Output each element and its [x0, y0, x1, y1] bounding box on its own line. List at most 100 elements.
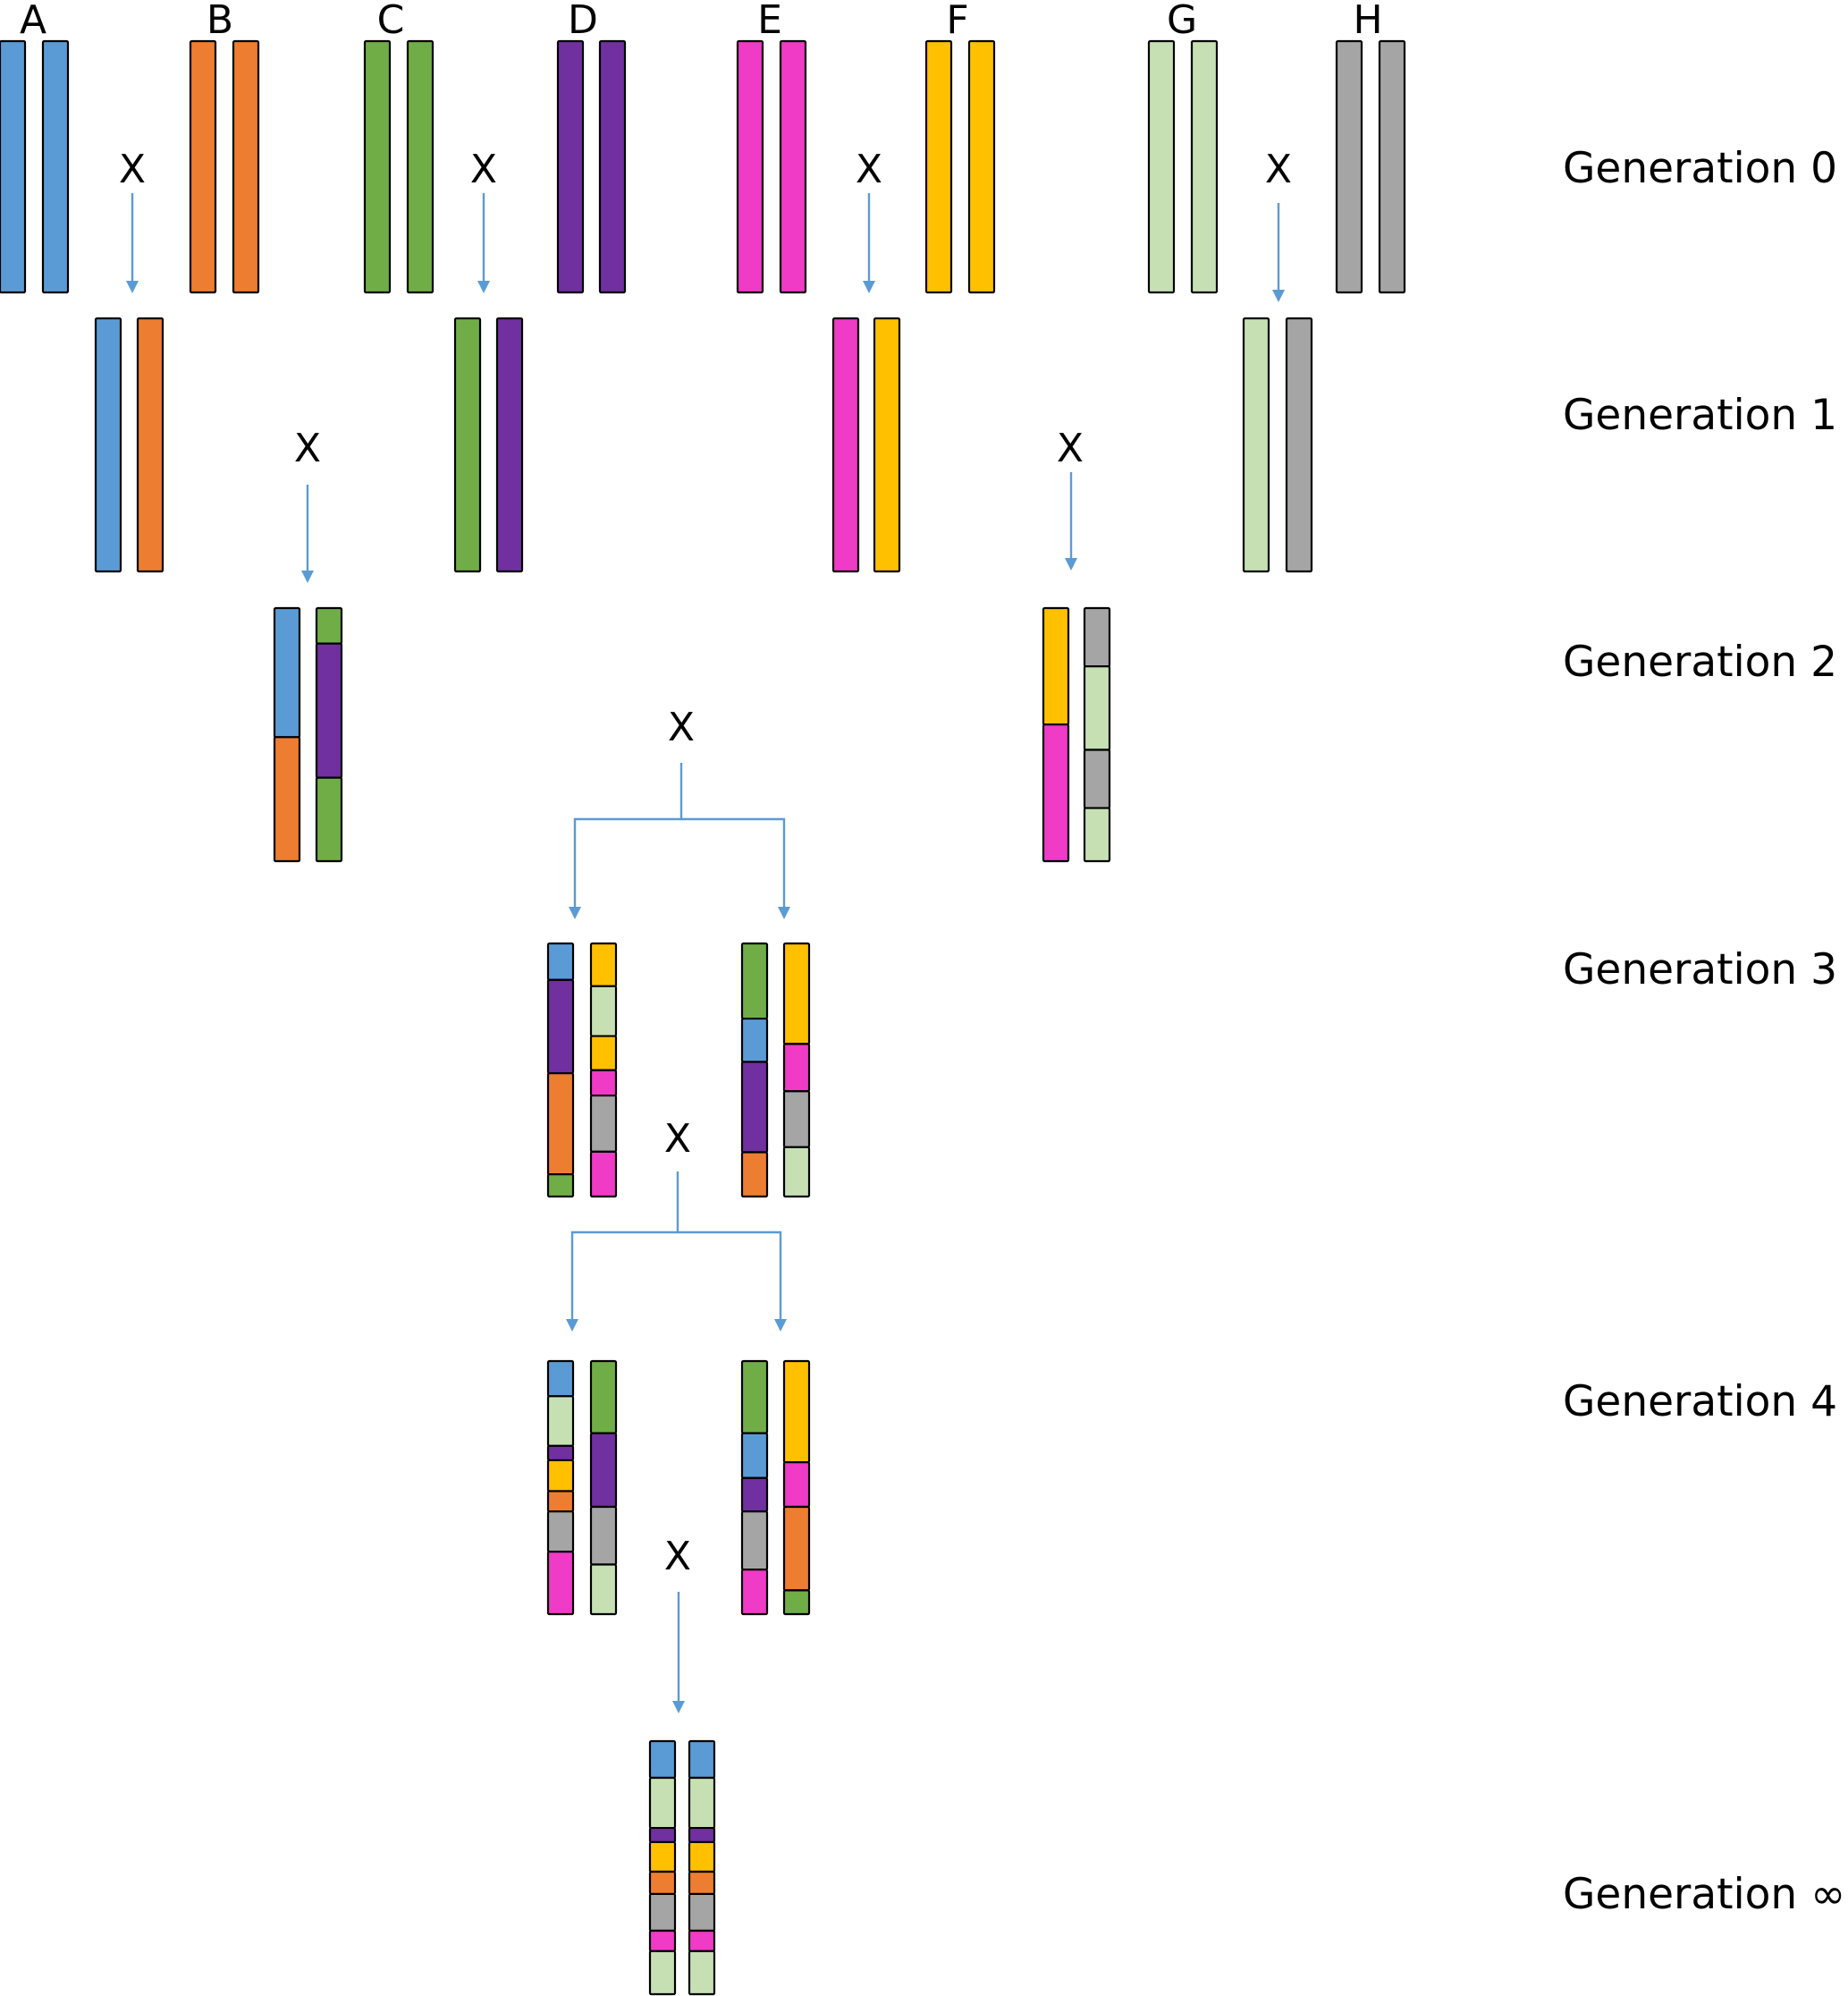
segment-b [648, 1870, 677, 1896]
segment-c [315, 776, 343, 863]
chromosome-gen1-2-2 [873, 317, 901, 573]
arrow-gen1-left-to-gen2 [301, 485, 314, 583]
segment-g [589, 1563, 618, 1616]
segment-e [589, 1069, 618, 1097]
chromosome-founder-d-2 [598, 39, 627, 294]
chromosome-founder-g-1 [1147, 39, 1176, 294]
segment-g [648, 1949, 677, 1996]
arrow-gen1-right-to-gen2 [1065, 472, 1077, 571]
chromosomes [0, 39, 1406, 1996]
cross-symbol-gen3: X [664, 1116, 691, 1162]
cross-symbol-gen4: X [664, 1534, 691, 1579]
segment-c [363, 39, 392, 294]
arrow-ab-to-gen1 [126, 193, 139, 293]
segment-e [782, 1461, 811, 1509]
segment-b [740, 1151, 769, 1198]
segment-h [782, 1090, 811, 1148]
arrow-gen4-to-gen-inf [672, 1592, 685, 1713]
chromosome-founder-h-1 [1335, 39, 1363, 294]
segment-c [589, 1359, 618, 1434]
chromosome-gen4-0-2 [589, 1359, 618, 1616]
chromosome-founder-e-1 [736, 39, 764, 294]
arrow-head-icon [774, 1319, 787, 1332]
segment-f [1042, 606, 1070, 726]
generation-label-0: Generation 0 [1563, 144, 1837, 193]
cross-arrows [126, 193, 1285, 1713]
chromosome-founder-c-1 [363, 39, 392, 294]
segment-f [648, 1840, 677, 1873]
cross-symbol-ef: X [856, 147, 882, 192]
generation-label-inf: Generation ∞ [1563, 1870, 1845, 1919]
segment-f [782, 1359, 811, 1464]
founder-label-g: G [1167, 0, 1197, 43]
founder-label-f: F [946, 0, 968, 43]
chromosome-gen_inf-0-2 [688, 1739, 716, 1996]
segment-g [648, 1776, 677, 1830]
segment-g [688, 1776, 716, 1830]
cross-marks: X X X X X X X X X [119, 147, 1292, 1579]
segment-g [546, 1395, 575, 1447]
segment-h [1378, 39, 1406, 294]
segment-c [740, 1359, 769, 1434]
chromosome-gen1-3-2 [1285, 317, 1313, 573]
generation-label-2: Generation 2 [1563, 638, 1837, 687]
arrow-head-icon [566, 1319, 578, 1332]
generation-label-4: Generation 4 [1563, 1377, 1837, 1426]
founder-label-d: D [568, 0, 598, 43]
segment-d [589, 1432, 618, 1509]
generation-labels: Generation 0 Generation 1 Generation 2 G… [1563, 144, 1845, 1919]
chromosome-founder-e-2 [779, 39, 807, 294]
segment-d [495, 317, 524, 573]
arrow-gh-to-gen1 [1272, 203, 1285, 302]
segment-f [589, 942, 618, 987]
arrow-gen2-to-gen3 [569, 763, 790, 919]
segment-h [589, 1094, 618, 1154]
chromosome-gen2-0-1 [273, 606, 301, 863]
segment-f [546, 1459, 575, 1493]
chromosome-gen4-1-2 [782, 1359, 811, 1616]
founder-label-a: A [20, 0, 46, 43]
segment-b [273, 736, 301, 863]
chromosome-gen2-0-2 [315, 606, 343, 863]
chromosome-gen1-0-1 [94, 317, 122, 573]
chromosome-founder-f-2 [967, 39, 996, 294]
chromosome-gen3-0-2 [589, 942, 618, 1198]
segment-b [688, 1870, 716, 1896]
segment-b [136, 317, 165, 573]
generation-label-3: Generation 3 [1563, 945, 1837, 994]
arrow-head-icon [126, 281, 139, 293]
chromosome-founder-b-2 [232, 39, 260, 294]
segment-f [589, 1035, 618, 1071]
chromosome-gen1-0-2 [136, 317, 165, 573]
chromosome-gen3-1-1 [740, 942, 769, 1198]
arrow-head-icon [1272, 290, 1285, 302]
segment-a [546, 1359, 575, 1398]
segment-f [782, 942, 811, 1045]
chromosome-gen1-1-2 [495, 317, 524, 573]
segment-a [740, 1017, 769, 1063]
segment-h [1083, 606, 1111, 668]
segment-e [740, 1569, 769, 1616]
segment-d [648, 1826, 677, 1844]
generation-label-1: Generation 1 [1563, 391, 1837, 440]
segment-e [589, 1150, 618, 1198]
chromosome-founder-d-1 [556, 39, 585, 294]
chromosome-gen1-2-1 [831, 317, 860, 573]
chromosome-founder-c-2 [406, 39, 435, 294]
segment-f [873, 317, 901, 573]
segment-c [406, 39, 435, 294]
segment-h [648, 1892, 677, 1933]
segment-e [779, 39, 807, 294]
segment-f [924, 39, 953, 294]
segment-e [1042, 723, 1070, 863]
segment-h [1335, 39, 1363, 294]
segment-a [648, 1739, 677, 1780]
segment-c [315, 606, 343, 645]
chromosome-gen1-1-1 [453, 317, 482, 573]
segment-g [1190, 39, 1219, 294]
arrow-head-icon [477, 281, 490, 293]
segment-a [688, 1739, 716, 1780]
segment-c [740, 942, 769, 1020]
segment-e [648, 1929, 677, 1952]
cross-symbol-efgh: X [1057, 426, 1084, 471]
